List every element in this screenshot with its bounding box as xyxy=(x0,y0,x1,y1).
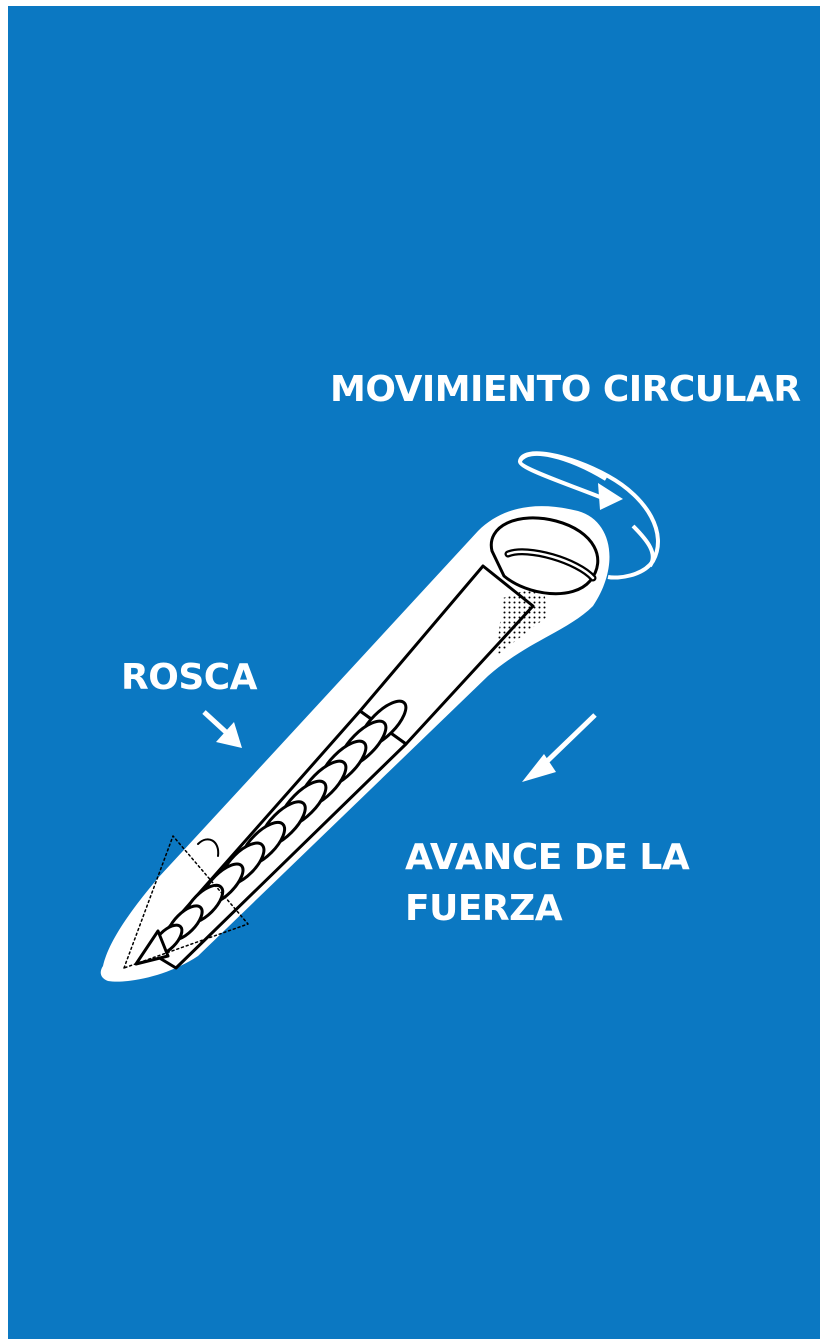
force-label: AVANCE DE LA FUERZA xyxy=(405,832,690,934)
arrow-down-left-icon xyxy=(522,713,597,782)
force-label-line1: AVANCE DE LA xyxy=(405,837,690,878)
screw-diagram xyxy=(100,451,660,982)
circular-arrow-icon xyxy=(518,451,660,580)
circular-motion-label: MOVIMIENTO CIRCULAR xyxy=(330,369,801,410)
thread-ridges xyxy=(150,699,408,957)
screw-icon xyxy=(123,516,600,970)
force-label-line2: FUERZA xyxy=(405,888,563,929)
arrow-down-right-icon xyxy=(202,710,242,748)
thread-label: ROSCA xyxy=(121,657,258,698)
diagram-panel: MOVIMIENTO CIRCULAR ROSCA AVANCE DE LA F… xyxy=(8,6,820,1339)
